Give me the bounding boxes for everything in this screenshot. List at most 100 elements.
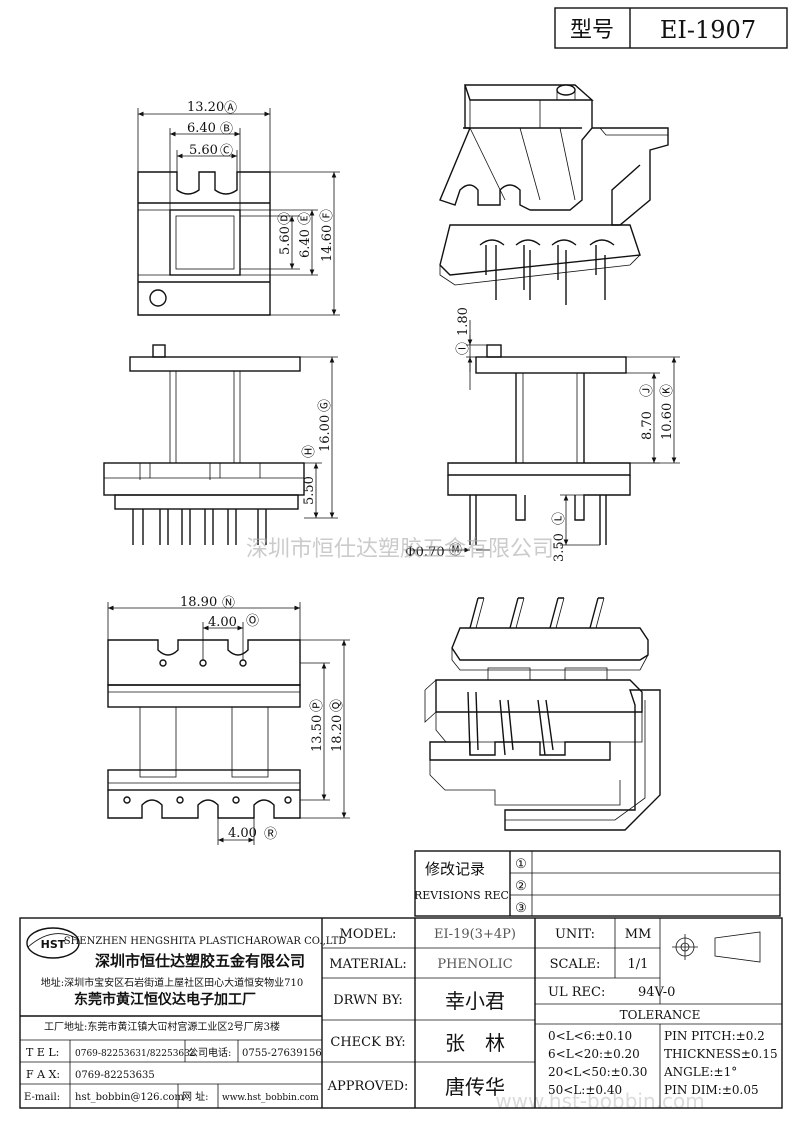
dim-c: 5.60 <box>189 143 218 158</box>
revision-mark-1: ① <box>515 857 527 872</box>
dim-b-tag: Ⓑ <box>220 122 233 137</box>
dim-a-tag: Ⓐ <box>224 101 237 116</box>
dim-p: 13.50 <box>310 715 325 752</box>
model-label: MODEL: <box>340 927 397 942</box>
web-label: 网 址: <box>182 1090 209 1103</box>
dim-b: 6.40 <box>187 121 216 136</box>
fax-value: 0769-82253635 <box>75 1070 155 1081</box>
dim-k-tag: Ⓚ <box>660 384 675 397</box>
dim-f-tag: Ⓕ <box>320 209 335 222</box>
dim-g: 16.00 <box>318 415 333 452</box>
tolerance-2: 6<L<20:±0.20 <box>548 1047 640 1061</box>
approved-value: 唐传华 <box>445 1075 505 1099</box>
revision-mark-3: ③ <box>515 901 527 916</box>
ul-value: 94V-0 <box>638 985 675 1000</box>
company-address: 地址:深圳市宝安区石岩街道上屋社区田心大道恒安物业710 <box>41 976 303 989</box>
dim-r-tag: Ⓡ <box>264 827 277 842</box>
pin-pitch: PIN PITCH:±0.2 <box>664 1029 765 1043</box>
dim-d-tag: Ⓓ <box>278 212 293 225</box>
dim-q-tag: Ⓠ <box>330 699 345 712</box>
dim-e-tag: Ⓔ <box>298 212 313 225</box>
hst-logo-icon <box>26 927 80 959</box>
model-header-value: EI-1907 <box>660 16 756 44</box>
check-value: 张 林 <box>445 1031 505 1055</box>
ul-label: UL REC: <box>548 985 605 1000</box>
web-value: www.hst_bobbin.com <box>222 1093 319 1103</box>
company-tel-label: 公司电话: <box>188 1046 231 1059</box>
dim-l: 3.50 <box>552 533 567 562</box>
dim-p-tag: Ⓟ <box>310 699 325 712</box>
dim-a: 13.20 <box>187 100 224 115</box>
email-value: hst_bobbin@126.com <box>75 1092 184 1103</box>
angle: ANGLE:±1° <box>663 1065 737 1079</box>
tolerance-1: 0<L<6:±0.10 <box>548 1029 632 1043</box>
dim-o: 4.00 <box>208 615 237 630</box>
watermark-url: www.hst-bobbin.com <box>495 1089 704 1113</box>
material-value: PHENOLIC <box>437 957 512 972</box>
dim-m: Φ0.70 <box>405 545 445 560</box>
scale-value: 1/1 <box>628 957 649 972</box>
company-name-cn: 深圳市恒仕达塑胶五金有限公司 <box>95 952 305 970</box>
tolerance-4: 50<L:±0.40 <box>548 1083 622 1097</box>
tolerance-label: TOLERANCE <box>620 1008 701 1022</box>
dim-r: 4.00 <box>228 826 257 841</box>
thickness: THICKNESS±0.15 <box>664 1047 778 1061</box>
title-block: HST SHENZHEN HENGSHITA PLASTICHAROWAR CO… <box>19 917 783 1109</box>
model-header-label: 型号 <box>570 18 614 43</box>
front-view: 16.00 Ⓖ 5.50 Ⓗ <box>103 344 338 545</box>
watermark: 深圳市恒仕达塑胶五金有限公司 <box>246 537 554 562</box>
company-tel-value: 0755-27639156 <box>242 1048 322 1059</box>
tel-value: 0769-82253631/82253632 <box>75 1049 196 1059</box>
dim-n-tag: Ⓝ <box>222 596 235 611</box>
iso-top-pins <box>479 239 615 305</box>
model-header: 型号 EI-1907 <box>554 7 788 49</box>
dim-i-tag: Ⓘ <box>456 342 471 355</box>
isometric-view-bottom <box>424 597 661 831</box>
unit-label: UNIT: <box>555 927 595 942</box>
model-value: EI-19(3+4P) <box>434 927 516 942</box>
dim-m-tag: Ⓜ <box>449 543 462 558</box>
dim-j-tag: Ⓙ <box>640 384 655 397</box>
dim-d: 5.60 <box>278 226 293 255</box>
dim-e: 6.40 <box>298 229 313 258</box>
tolerance-3: 20<L<50:±0.30 <box>548 1065 647 1079</box>
unit-value: MM <box>625 927 652 942</box>
revisions-title-cn: 修改记录 <box>425 860 485 878</box>
tel-label: T E L: <box>26 1046 59 1059</box>
dim-l-tag: Ⓛ <box>552 512 567 525</box>
fax-label: F A X: <box>26 1068 60 1081</box>
dim-h-tag: Ⓗ <box>302 445 317 458</box>
projection-symbol-icon <box>672 931 761 963</box>
dim-g-tag: Ⓖ <box>318 399 333 412</box>
isometric-view-top <box>439 84 669 305</box>
dim-k: 10.60 <box>660 403 675 440</box>
company-logo-text: HST <box>41 938 66 951</box>
company-name-en: SHENZHEN HENGSHITA PLASTICHAROWAR CO.,LT… <box>64 936 347 947</box>
revisions-block: 修改记录 REVISIONS REC. ① ② ③ <box>414 850 781 917</box>
pin-dim: PIN DIM:±0.05 <box>664 1083 759 1097</box>
top-view: 13.20 Ⓐ 6.40 Ⓑ 5.60 Ⓒ 5.60 Ⓓ 6.40 Ⓔ 14.6… <box>137 100 340 316</box>
revision-mark-2: ② <box>515 879 527 894</box>
dim-i: 1.80 <box>456 307 471 336</box>
revisions-title-en: REVISIONS REC. <box>414 889 512 902</box>
front-pins <box>132 509 267 545</box>
approved-label: APPROVED: <box>327 1079 409 1094</box>
side-view: 1.80 Ⓘ 8.70 Ⓙ 10.60 Ⓚ 3.50 Ⓛ Φ0.70 Ⓜ <box>405 307 680 562</box>
factory-address: 工厂地址:东莞市黄江镇大冚村宫源工业区2号厂房3楼 <box>44 1020 280 1033</box>
dim-q: 18.20 <box>330 715 345 752</box>
factory-name: 东莞市黄江恒仪达电子加工厂 <box>74 991 256 1008</box>
dim-h: 5.50 <box>302 476 317 505</box>
dim-n: 18.90 <box>180 595 217 610</box>
dim-j: 8.70 <box>640 411 655 440</box>
bottom-view: 18.90 Ⓝ 4.00 Ⓞ 13.50 Ⓟ 18.20 Ⓠ 4.00 Ⓡ <box>107 595 350 845</box>
drawn-label: DRWN BY: <box>333 993 402 1008</box>
dim-o-tag: Ⓞ <box>246 614 259 629</box>
email-label: E-mail: <box>24 1092 60 1103</box>
check-label: CHECK BY: <box>330 1035 405 1050</box>
dim-c-tag: Ⓒ <box>220 144 233 159</box>
drawn-value: 幸小君 <box>445 989 505 1013</box>
material-label: MATERIAL: <box>329 957 406 972</box>
dim-f: 14.60 <box>320 225 335 262</box>
scale-label: SCALE: <box>550 957 601 972</box>
